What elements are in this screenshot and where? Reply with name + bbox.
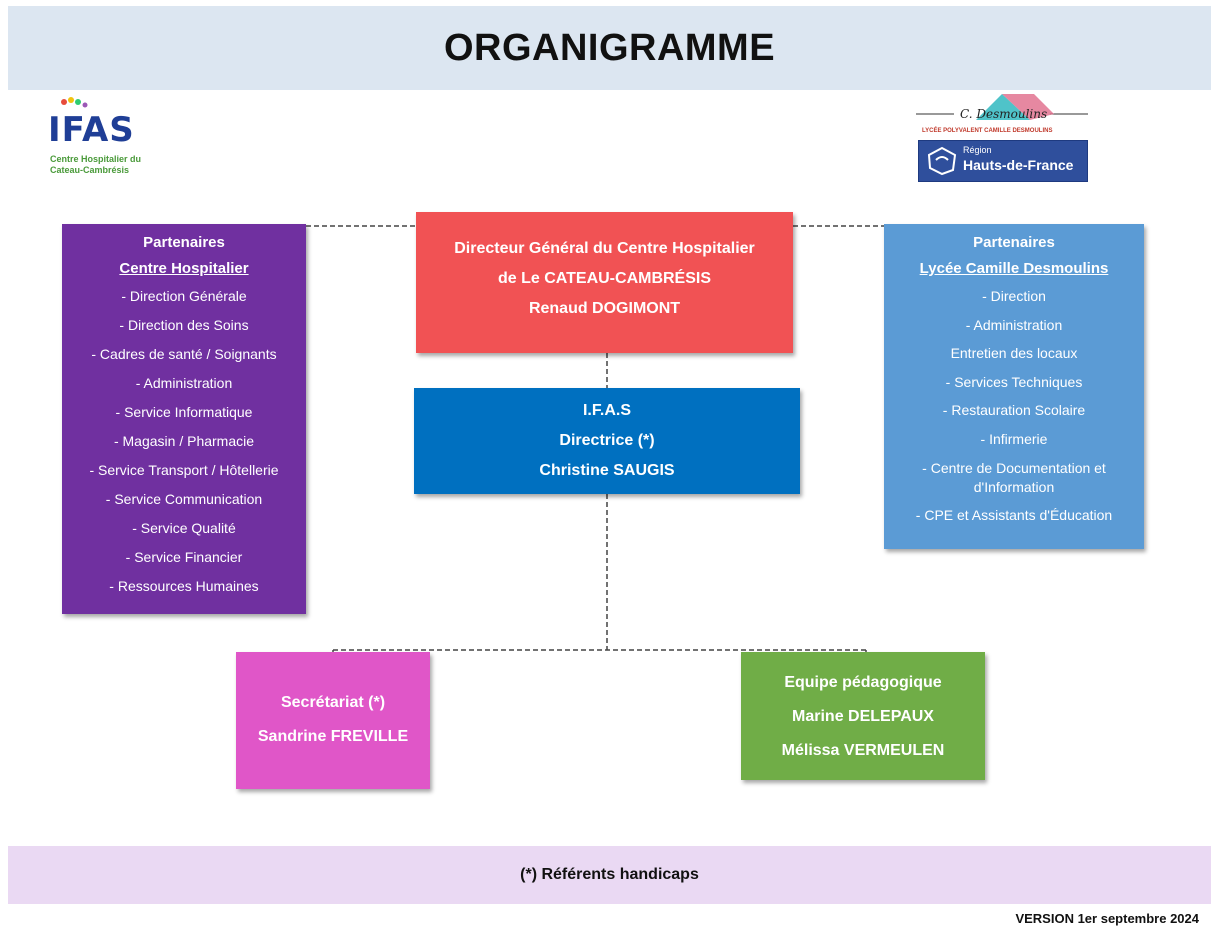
ifas-logo: IFAS Centre Hospitalier du Cateau-Cambré… (48, 96, 158, 182)
region-label-small: Région (963, 145, 992, 155)
partner-item: - Services Techniques (945, 373, 1083, 390)
ifas-label: I.F.A.S (582, 402, 631, 419)
partner-item: - Centre de Documentation et d'Informati… (922, 460, 1106, 495)
header-banner: ORGANIGRAMME (8, 6, 1211, 90)
partner-item: - Service Financier (125, 549, 243, 565)
partner-item: - Direction (982, 288, 1046, 304)
region-label-big: Hauts-de-France (963, 157, 1074, 173)
version-label: VERSION 1er septembre 2024 (1015, 911, 1199, 926)
ifas-logo-subtitle-1: Centre Hospitalier du (50, 154, 142, 164)
region-map-icon (927, 146, 957, 176)
secretariat-role: Secrétariat (*) (280, 694, 386, 711)
team-label: Equipe pédagogique (784, 674, 942, 691)
partner-item: - Ressources Humaines (109, 578, 259, 594)
page-title: ORGANIGRAMME (443, 26, 776, 69)
lycee-emblem-icon: C. Desmoulins (916, 94, 1088, 121)
handicap-referents-note: (*) Référents handicaps (520, 866, 699, 883)
partner-item: - Cadres de santé / Soignants (91, 346, 277, 362)
lycee-logo-subtitle: LYCÉE POLYVALENT CAMILLE DESMOULINS (922, 128, 1053, 134)
partner-item: Entretien des locaux (950, 345, 1078, 361)
partner-item: - Service Informatique (115, 404, 253, 420)
ifas-logo-subtitle-2: Cateau-Cambrésis (50, 165, 130, 175)
svg-text:C. Desmoulins: C. Desmoulins (960, 107, 1047, 121)
partner-item: - Service Transport / Hôtellerie (89, 462, 279, 478)
region-logo: Région Hauts-de-France (918, 140, 1088, 182)
partners-lycee-subtitle: Lycée Camille Desmoulins (919, 260, 1109, 277)
partner-item: - Service Qualité (132, 520, 236, 536)
partner-item: - Direction des Soins (119, 317, 249, 333)
director-box: Directeur Général du Centre Hospitalier … (416, 212, 793, 353)
team-member: Marine DELEPAUX (792, 708, 934, 725)
partner-item: - CPE et Assistants d'Éducation (915, 507, 1113, 523)
partners-lycee-box: Partenaires Lycée Camille Desmoulins - D… (884, 224, 1144, 549)
partners-hospital-title: Partenaires (143, 234, 225, 251)
director-line-2: de Le CATEAU-CAMBRÉSIS (497, 270, 712, 287)
ifas-role: Directrice (*) (559, 432, 655, 449)
ifas-name: Christine SAUGIS (539, 462, 675, 479)
director-line-1: Directeur Général du Centre Hospitalier (454, 240, 755, 257)
partners-hospital-subtitle: Centre Hospitalier (119, 260, 249, 277)
director-name: Renaud DOGIMONT (528, 300, 681, 317)
teaching-team-box: Equipe pédagogique Marine DELEPAUX Mélis… (741, 652, 985, 780)
secretariat-box: Secrétariat (*) Sandrine FREVILLE (236, 652, 430, 789)
partner-item: - Restauration Scolaire (942, 402, 1086, 418)
partner-item: - Magasin / Pharmacie (113, 433, 255, 449)
partners-lycee-title: Partenaires (973, 234, 1055, 251)
team-member: Mélissa VERMEULEN (781, 742, 945, 759)
partner-item: - Service Communication (105, 491, 263, 507)
partner-item: - Administration (965, 316, 1063, 333)
partner-item: - Direction Générale (121, 288, 247, 304)
ifas-director-box: I.F.A.S Directrice (*) Christine SAUGIS (414, 388, 800, 494)
secretariat-name: Sandrine FREVILLE (257, 728, 409, 745)
lycee-logo: C. Desmoulins LYCÉE POLYVALENT CAMILLE D… (914, 90, 1094, 182)
ifas-logo-subtitle: Centre Hospitalier du Cateau-Cambrésis (50, 154, 141, 176)
partner-item: - Infirmerie (980, 430, 1048, 447)
ifas-logo-text: IFAS (48, 110, 135, 150)
footer-band: (*) Référents handicaps (8, 846, 1211, 904)
ifas-figures-icon (61, 97, 88, 108)
partner-item: - Administration (135, 375, 233, 391)
partners-hospital-box: Partenaires Centre Hospitalier - Directi… (62, 224, 306, 614)
